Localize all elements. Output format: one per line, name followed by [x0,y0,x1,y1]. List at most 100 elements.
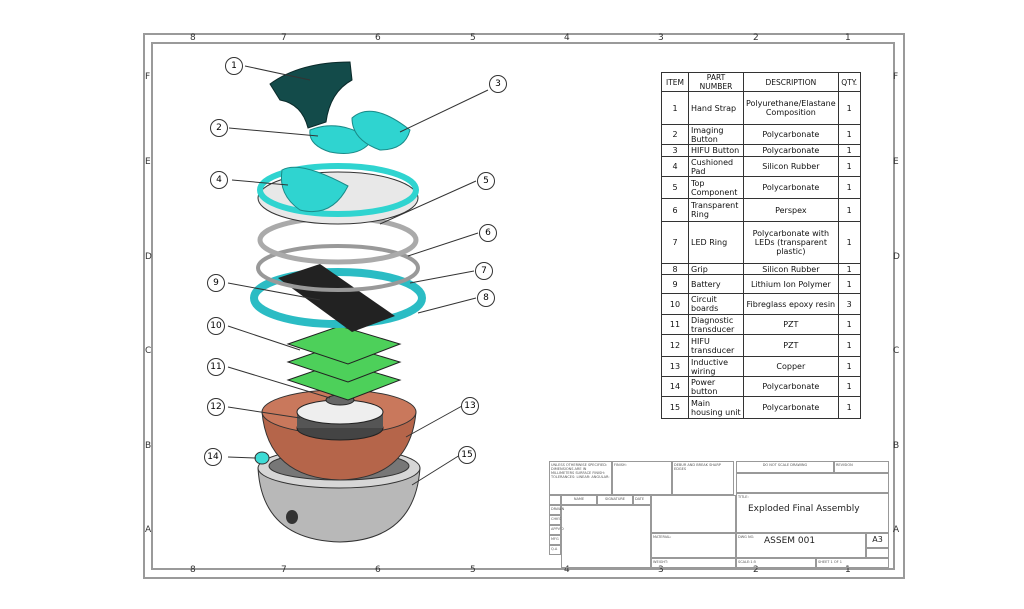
qty-cell: 1 [837,221,861,264]
inner-border [151,42,895,570]
item-cell: 9 [661,274,689,294]
description-cell: Copper [743,356,839,377]
zone-row: E [145,157,151,167]
zone-col: 6 [375,33,381,43]
zone-col: 3 [658,565,664,575]
zone-row: E [893,157,899,167]
item-cell: 5 [661,176,689,199]
zone-row: C [893,346,900,356]
drawn-label: DRAWN [549,505,564,515]
sheet-size: A3 [866,533,889,548]
balloon-10: 10 [207,317,225,335]
cell [549,495,561,505]
zone-row: B [893,441,900,451]
zone-col: 3 [658,33,664,43]
leader-lines [227,65,489,486]
item-cell: 10 [661,293,689,315]
grid-cells [651,495,736,533]
item-cell: 2 [661,124,689,145]
balloon-4: 4 [210,171,228,189]
led-ring [256,244,420,292]
item-cell: 7 [661,221,689,264]
qty-cell: 1 [837,91,861,125]
description-cell: Silicon Rubber [743,156,839,177]
balloon-5: 5 [477,172,495,190]
deburr-box: DEBUR AND BREAK SHARP EDGES [672,461,734,495]
balloon-2: 2 [210,119,228,137]
qty-cell: 1 [837,156,861,177]
item-cell: 3 [661,144,689,157]
item-cell: 14 [661,376,689,397]
header-item: ITEM [661,72,689,92]
part-number-cell: Inductive wiring [688,356,744,377]
item-cell: 4 [661,156,689,177]
battery [278,264,395,332]
qty-cell: 1 [837,334,861,357]
part-number-cell: Power button [688,376,744,397]
qty-cell: 3 [837,293,861,315]
signature-label: SIGNATURE [597,495,633,505]
part-number-cell: Grip [688,263,744,275]
description-cell: Perspex [743,198,839,222]
zone-row: D [893,252,900,262]
date-label: DATE [633,495,651,505]
part-number-cell: HIFU transducer [688,334,744,357]
cell [866,548,889,558]
part-number-cell: Transparent Ring [688,198,744,222]
header-description: DESCRIPTION [743,72,839,92]
zone-row: C [145,346,152,356]
qty-cell: 1 [837,263,861,275]
hifu-button [351,110,411,151]
item-cell: 11 [661,314,689,335]
transducers [296,394,384,441]
scale-box: SCALE:1:5 [736,558,816,568]
zone-col: 8 [190,33,196,43]
transparent-ring [257,215,419,265]
zone-row: A [893,525,900,535]
qty-cell: 1 [837,356,861,377]
zone-col: 7 [281,565,287,575]
description-cell: PZT [743,314,839,335]
qa-label: Q.A [549,545,561,555]
circuit-boards [286,325,402,401]
zone-col: 5 [470,565,476,575]
description-cell: Fibreglass epoxy resin [743,293,839,315]
balloon-13: 13 [461,397,479,415]
balloon-15: 15 [458,446,476,464]
do-not-scale: DO NOT SCALE DRAWING [736,461,834,473]
zone-row: A [145,525,152,535]
sheet-box: SHEET 1 OF 1 [816,558,889,568]
zone-col: 1 [845,33,851,43]
header-qty: QTY. [837,72,861,92]
description-cell: Lithium Ion Polymer [743,274,839,294]
revision-label: REVISION [834,461,889,473]
hand-strap [269,61,353,129]
description-cell: Polycarbonate [743,144,839,157]
part-number-cell: Top Component [688,176,744,199]
name-label: NAME [561,495,597,505]
qty-cell: 1 [837,144,861,157]
zone-col: 5 [470,33,476,43]
approved-label: APPV'D [549,525,564,535]
signature-grid [561,505,651,568]
material-box: MATERIAL: [651,533,736,558]
part-number-cell: Circuit boards [688,293,744,315]
mfg-label: MFG [549,535,561,545]
part-number-cell: Battery [688,274,744,294]
zone-col: 2 [753,33,759,43]
part-number-cell: LED Ring [688,221,744,264]
outer-border [143,33,905,579]
description-cell: Polycarbonate with LEDs (transparent pla… [743,221,839,264]
power-button [254,451,270,465]
cushioned-pad [280,166,349,212]
